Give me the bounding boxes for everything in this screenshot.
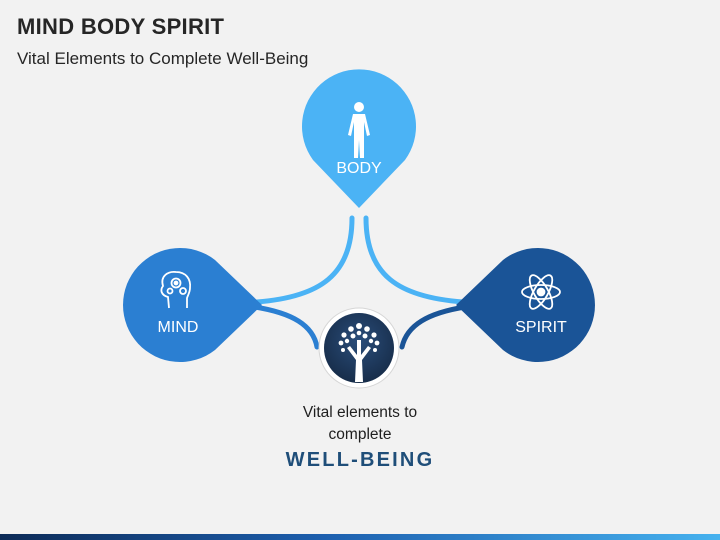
head-gears-icon	[160, 271, 191, 309]
human-figure-icon	[348, 102, 370, 158]
spirit-node: SPIRIT	[456, 248, 595, 362]
tree-icon	[338, 323, 380, 382]
connector-body-right	[363, 215, 466, 305]
connector-spirit-center	[399, 304, 468, 350]
body-label: BODY	[336, 160, 382, 177]
footer-bar	[0, 534, 720, 540]
center-node	[318, 307, 400, 389]
spirit-label: SPIRIT	[515, 319, 567, 336]
caption-line-1: Vital elements to	[302, 404, 418, 421]
connector-mind-center	[252, 304, 320, 350]
body-node: BODY	[302, 69, 416, 208]
caption-well-being: WELL-BEING	[285, 449, 435, 471]
atom-icon	[521, 274, 561, 310]
connector-body-left	[254, 215, 355, 305]
page-subtitle: Vital Elements to Complete Well-Being	[17, 49, 309, 68]
mind-label: MIND	[158, 319, 199, 336]
caption-line-2: complete	[328, 426, 392, 443]
mind-node: MIND	[123, 248, 262, 362]
page-title: MIND BODY SPIRIT	[17, 14, 225, 39]
